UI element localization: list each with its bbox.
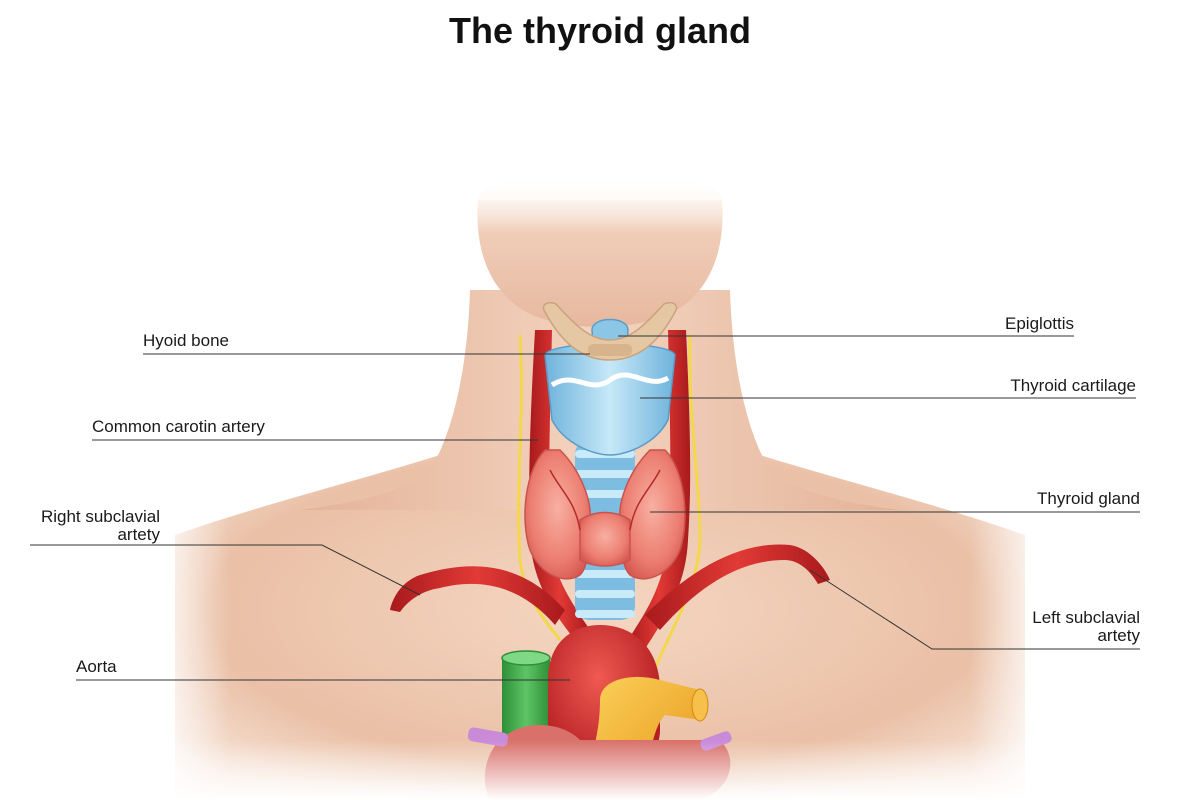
label-thyroid-cartilage: Thyroid cartilage — [1010, 376, 1136, 395]
label-right-subclavial-line2: artety — [117, 525, 160, 544]
label-right-subclavial-line1: Right subclavial — [40, 507, 160, 526]
vagus-nerves — [517, 334, 702, 681]
label-aorta: Aorta — [76, 657, 117, 676]
thyroid-gland — [524, 449, 686, 580]
hyoid-bone — [542, 301, 678, 361]
subclavian-arteries — [390, 544, 830, 630]
label-left-subclavial-line2: artety — [1097, 626, 1140, 645]
label-epiglottis: Epiglottis — [1005, 314, 1074, 333]
label-thyroid-gland: Thyroid gland — [1036, 489, 1140, 508]
chin — [470, 150, 730, 327]
leader-lines — [30, 335, 1140, 681]
label-left-subclavial-artety: Left subclavial artety — [990, 609, 1140, 645]
label-right-subclavial-artety: Right subclavial artety — [28, 508, 160, 544]
label-common-carotin-artery: Common carotin artery — [92, 417, 265, 436]
label-hyoid-bone: Hyoid bone — [143, 331, 230, 350]
leader-line-left-subclavial — [809, 569, 1140, 650]
label-left-subclavial-line1: Left subclavial — [1032, 608, 1140, 627]
diagram-title: The thyroid gland — [449, 10, 751, 51]
leader-line-right-subclavial — [30, 544, 421, 596]
